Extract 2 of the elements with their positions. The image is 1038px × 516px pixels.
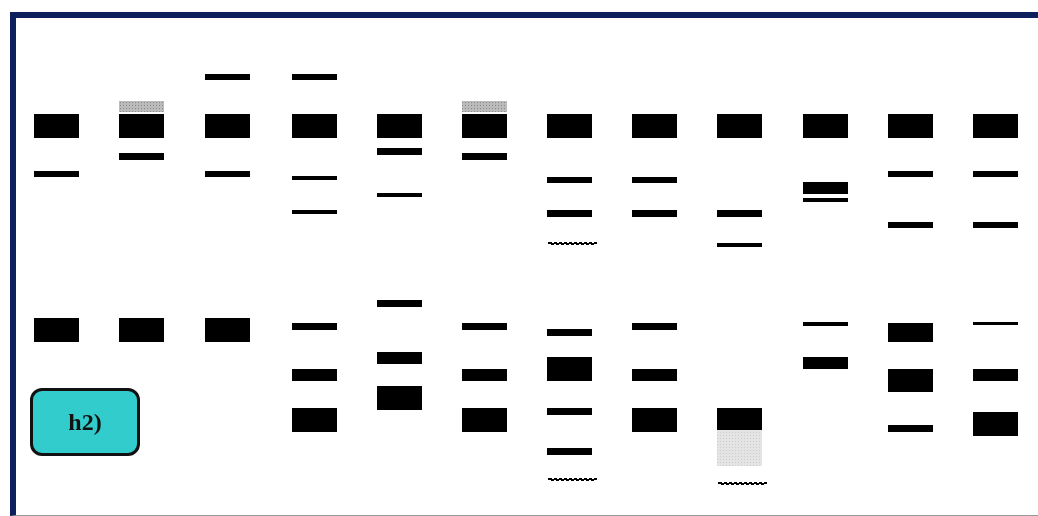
label-box xyxy=(30,388,140,456)
panel-label: h2) xyxy=(68,408,102,436)
